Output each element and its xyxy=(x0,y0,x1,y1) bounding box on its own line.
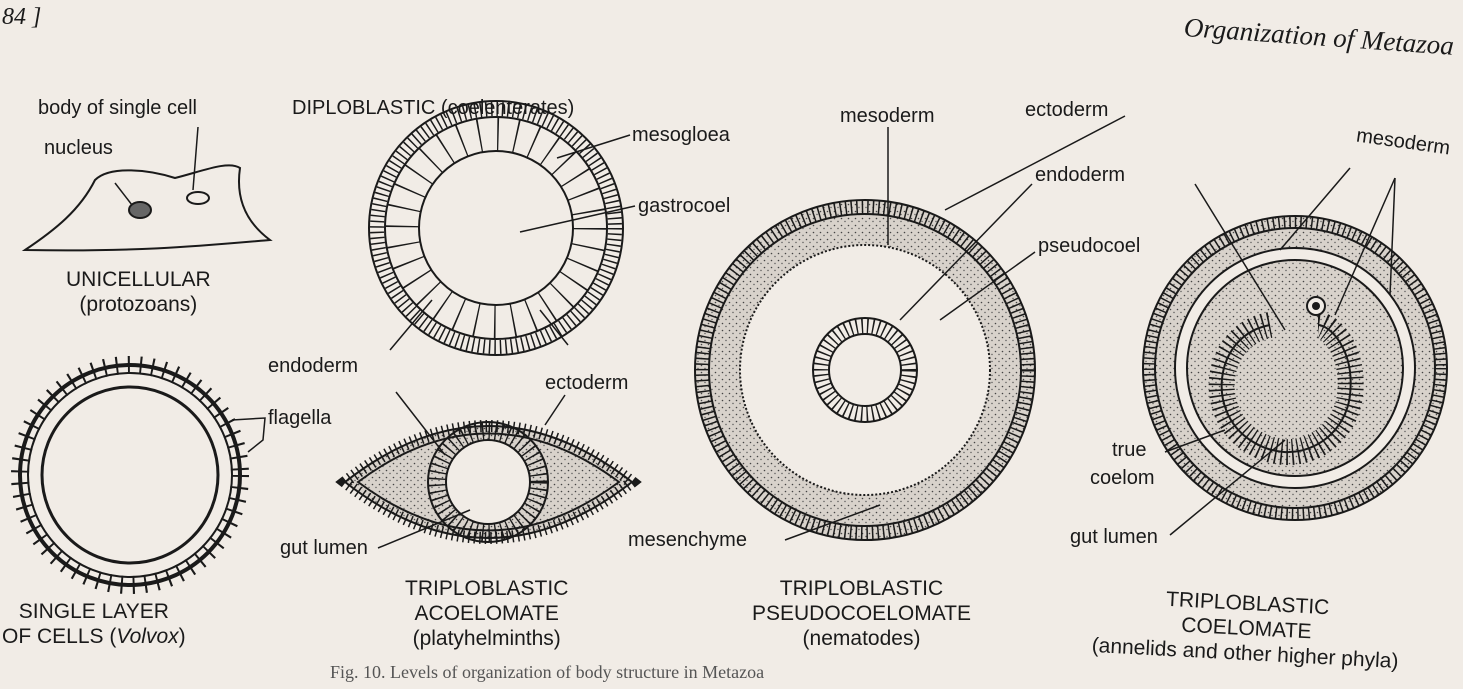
caption-acoelomate-line1: TRIPLOBLASTIC xyxy=(405,577,568,602)
caption-volvox-line1: SINGLE LAYER xyxy=(2,600,186,625)
caption-acoelomate: TRIPLOBLASTIC ACOELOMATE (platyhelminths… xyxy=(405,577,568,651)
label-nucleus: nucleus xyxy=(44,138,113,158)
caption-acoelomate-line2: ACOELOMATE xyxy=(405,602,568,627)
pseudocoelomate-section xyxy=(695,200,1035,540)
caption-pseudo-line2: PSEUDOCOELOMATE xyxy=(752,602,971,627)
figure-caption: Fig. 10. Levels of organization of body … xyxy=(330,662,764,683)
acoelomate-section xyxy=(345,422,632,542)
caption-pseudocoelomate: TRIPLOBLASTIC PSEUDOCOELOMATE (nematodes… xyxy=(752,577,971,651)
label-ectoderm-acoelomate: ectoderm xyxy=(545,373,628,393)
label-flagella: flagella xyxy=(268,408,331,428)
label-endoderm-acoelomate: endoderm xyxy=(268,356,358,376)
label-gut-lumen-coelomate: gut lumen xyxy=(1070,527,1158,547)
label-gut-lumen-acoelomate: gut lumen xyxy=(280,538,368,558)
label-mesenchyme: mesenchyme xyxy=(628,530,747,550)
label-true: true xyxy=(1112,440,1146,460)
label-ectoderm-pseudo: ectoderm xyxy=(1025,100,1108,120)
label-mesogloea: mesogloea xyxy=(632,125,730,145)
caption-acoelomate-line3: (platyhelminths) xyxy=(405,627,568,652)
caption-pseudo-line3: (nematodes) xyxy=(752,627,971,652)
label-coelom: coelom xyxy=(1090,468,1154,488)
caption-unicellular-line2: (protozoans) xyxy=(66,293,211,318)
diploblastic-section xyxy=(369,101,623,355)
label-gastrocoel: gastrocoel xyxy=(638,196,730,216)
label-pseudocoel: pseudocoel xyxy=(1038,236,1140,256)
caption-volvox-line2: OF CELLS (Volvox) xyxy=(2,625,186,650)
caption-unicellular: UNICELLULAR (protozoans) xyxy=(66,268,211,318)
volvox-colony xyxy=(20,365,240,585)
unicellular-cell xyxy=(25,165,270,250)
coelomate-section xyxy=(1143,216,1447,520)
label-endoderm-pseudo: endoderm xyxy=(1035,165,1125,185)
caption-volvox: SINGLE LAYER OF CELLS (Volvox) xyxy=(2,600,186,650)
label-mesoderm-pseudo: mesoderm xyxy=(840,106,934,126)
caption-unicellular-line1: UNICELLULAR xyxy=(66,268,211,293)
label-diploblastic: DIPLOBLASTIC (coelenterates) xyxy=(292,98,574,118)
label-body-of-single-cell: body of single cell xyxy=(38,98,197,118)
caption-pseudo-line1: TRIPLOBLASTIC xyxy=(752,577,971,602)
